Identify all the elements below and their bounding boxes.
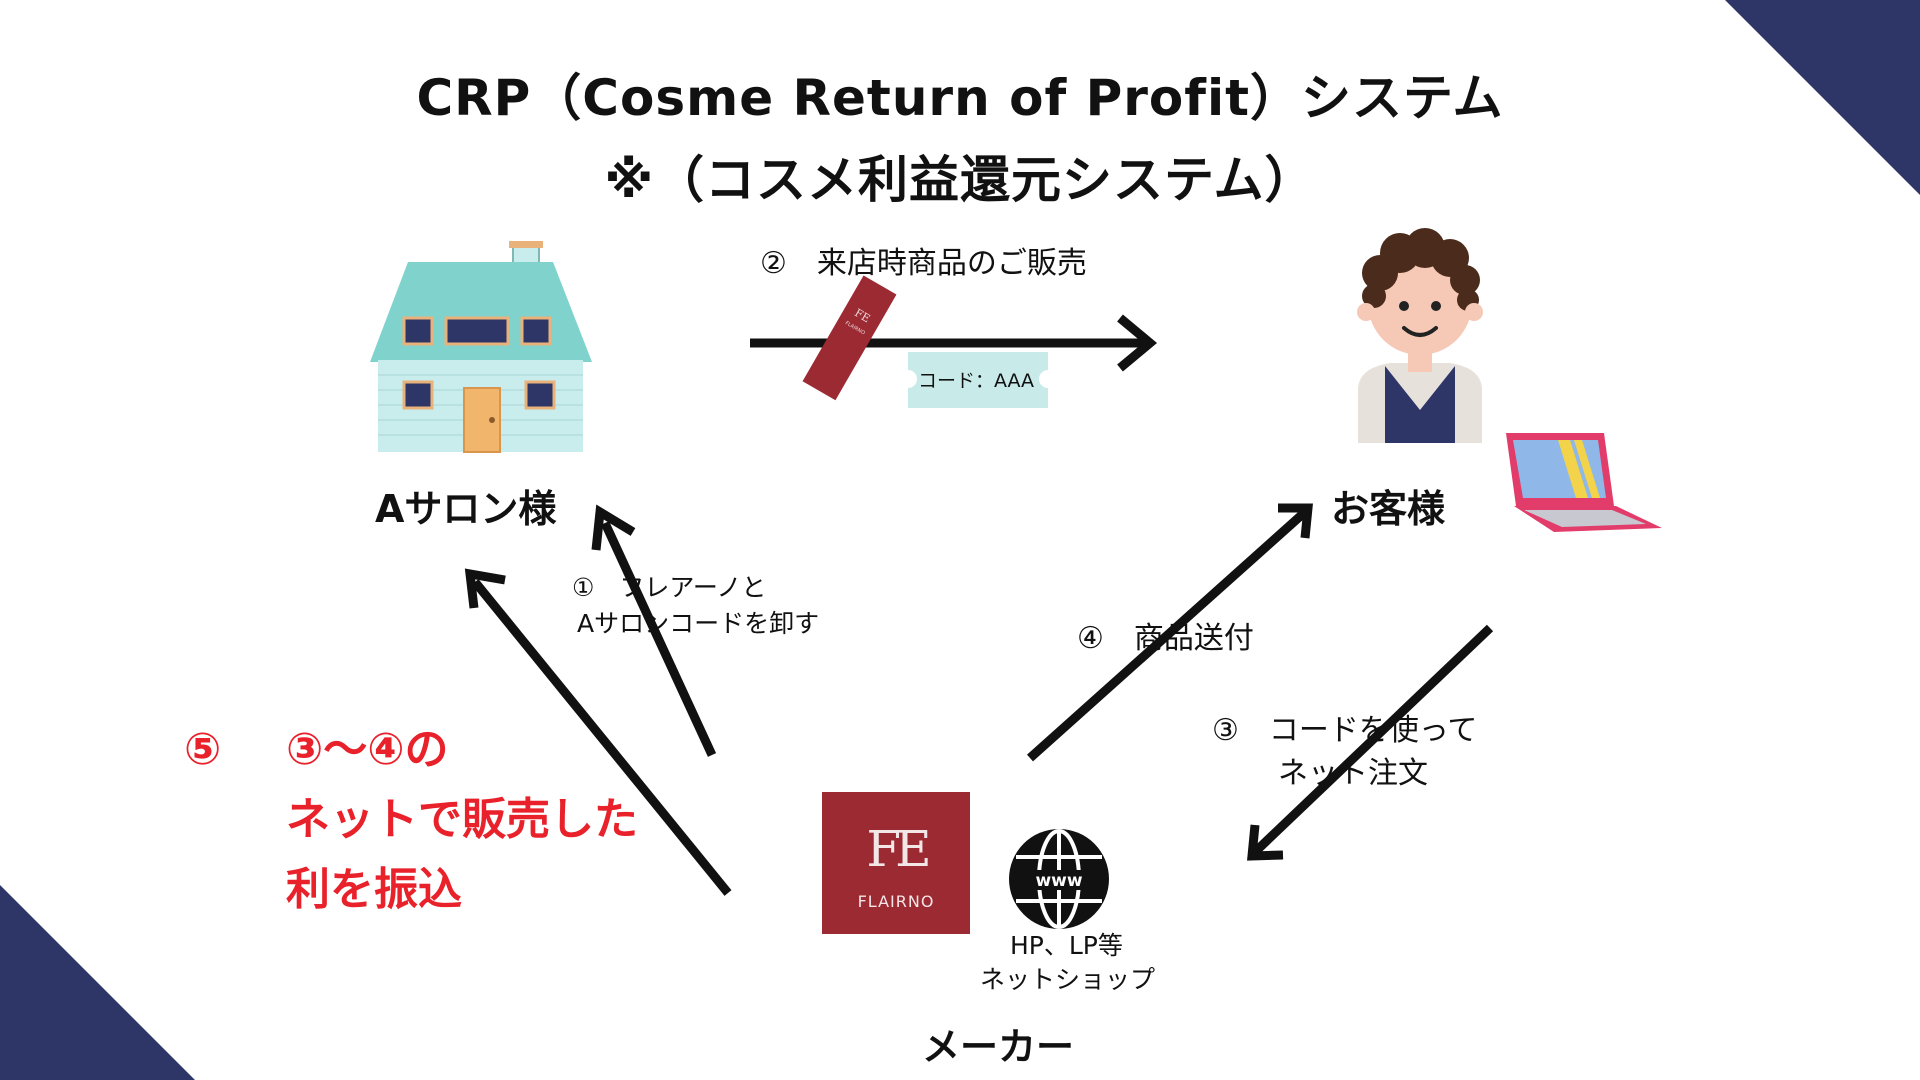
maker-label: メーカー — [922, 1025, 1075, 1069]
code-ticket-icon — [908, 352, 1048, 408]
arrow-step3-head — [1247, 824, 1284, 861]
step3-label-line2: ネット注文 — [1278, 756, 1428, 791]
arrow-step1 — [600, 521, 717, 757]
title-line-2: ※（コスメ利益還元システム） — [604, 151, 1316, 209]
step1-label-line1: ① フレアーノと — [572, 573, 767, 602]
top-right-triangle — [1725, 0, 1920, 195]
step5-line3: 利を振込 — [286, 864, 462, 915]
web-label-line2: ネットショップ — [980, 965, 1156, 994]
flairno-logo-text: FLAIRNO — [857, 892, 935, 911]
salon-label: Aサロン様 — [375, 487, 557, 531]
arrow-step4 — [1026, 508, 1309, 762]
arrow-step3 — [1251, 624, 1494, 856]
arrow-step5-head — [464, 568, 506, 609]
arrow-step1-head — [591, 504, 636, 551]
arrow-step5 — [471, 579, 732, 896]
laptop-icon — [1506, 433, 1662, 532]
step5-number: ⑤ — [184, 724, 222, 775]
step5-line2: ネットで販売した — [286, 794, 638, 845]
customer-label: お客様 — [1331, 487, 1446, 531]
title-line-1: CRP（Cosme Return of Profit）システム — [416, 69, 1504, 127]
step2-label: ② 来店時商品のご販売 — [760, 246, 1087, 281]
web-label-line1: HP、LP等 — [1010, 931, 1123, 960]
customer-avatar-icon — [1357, 228, 1483, 443]
svg-text:www: www — [1035, 871, 1082, 891]
arrow-step2-head — [1117, 314, 1158, 372]
house-icon — [370, 241, 592, 453]
step5-line1: ③〜④の — [286, 724, 449, 775]
bottom-left-triangle — [0, 885, 195, 1080]
code-ticket-label: コード：AAA — [918, 370, 1035, 392]
globe-www-icon: www — [1009, 829, 1109, 929]
step3-label-line1: ③ コードを使って — [1212, 713, 1478, 748]
step4-label: ④ 商品送付 — [1077, 621, 1254, 656]
arrow-step4-head — [1278, 503, 1313, 539]
product-bottle-icon: FE FLAIRNO — [802, 275, 897, 401]
step1-label-line2: Aサロンコードを卸す — [577, 609, 820, 638]
flairno-logo-mark: FE — [866, 820, 931, 878]
flairno-logo: FE FLAIRNO — [822, 792, 970, 934]
